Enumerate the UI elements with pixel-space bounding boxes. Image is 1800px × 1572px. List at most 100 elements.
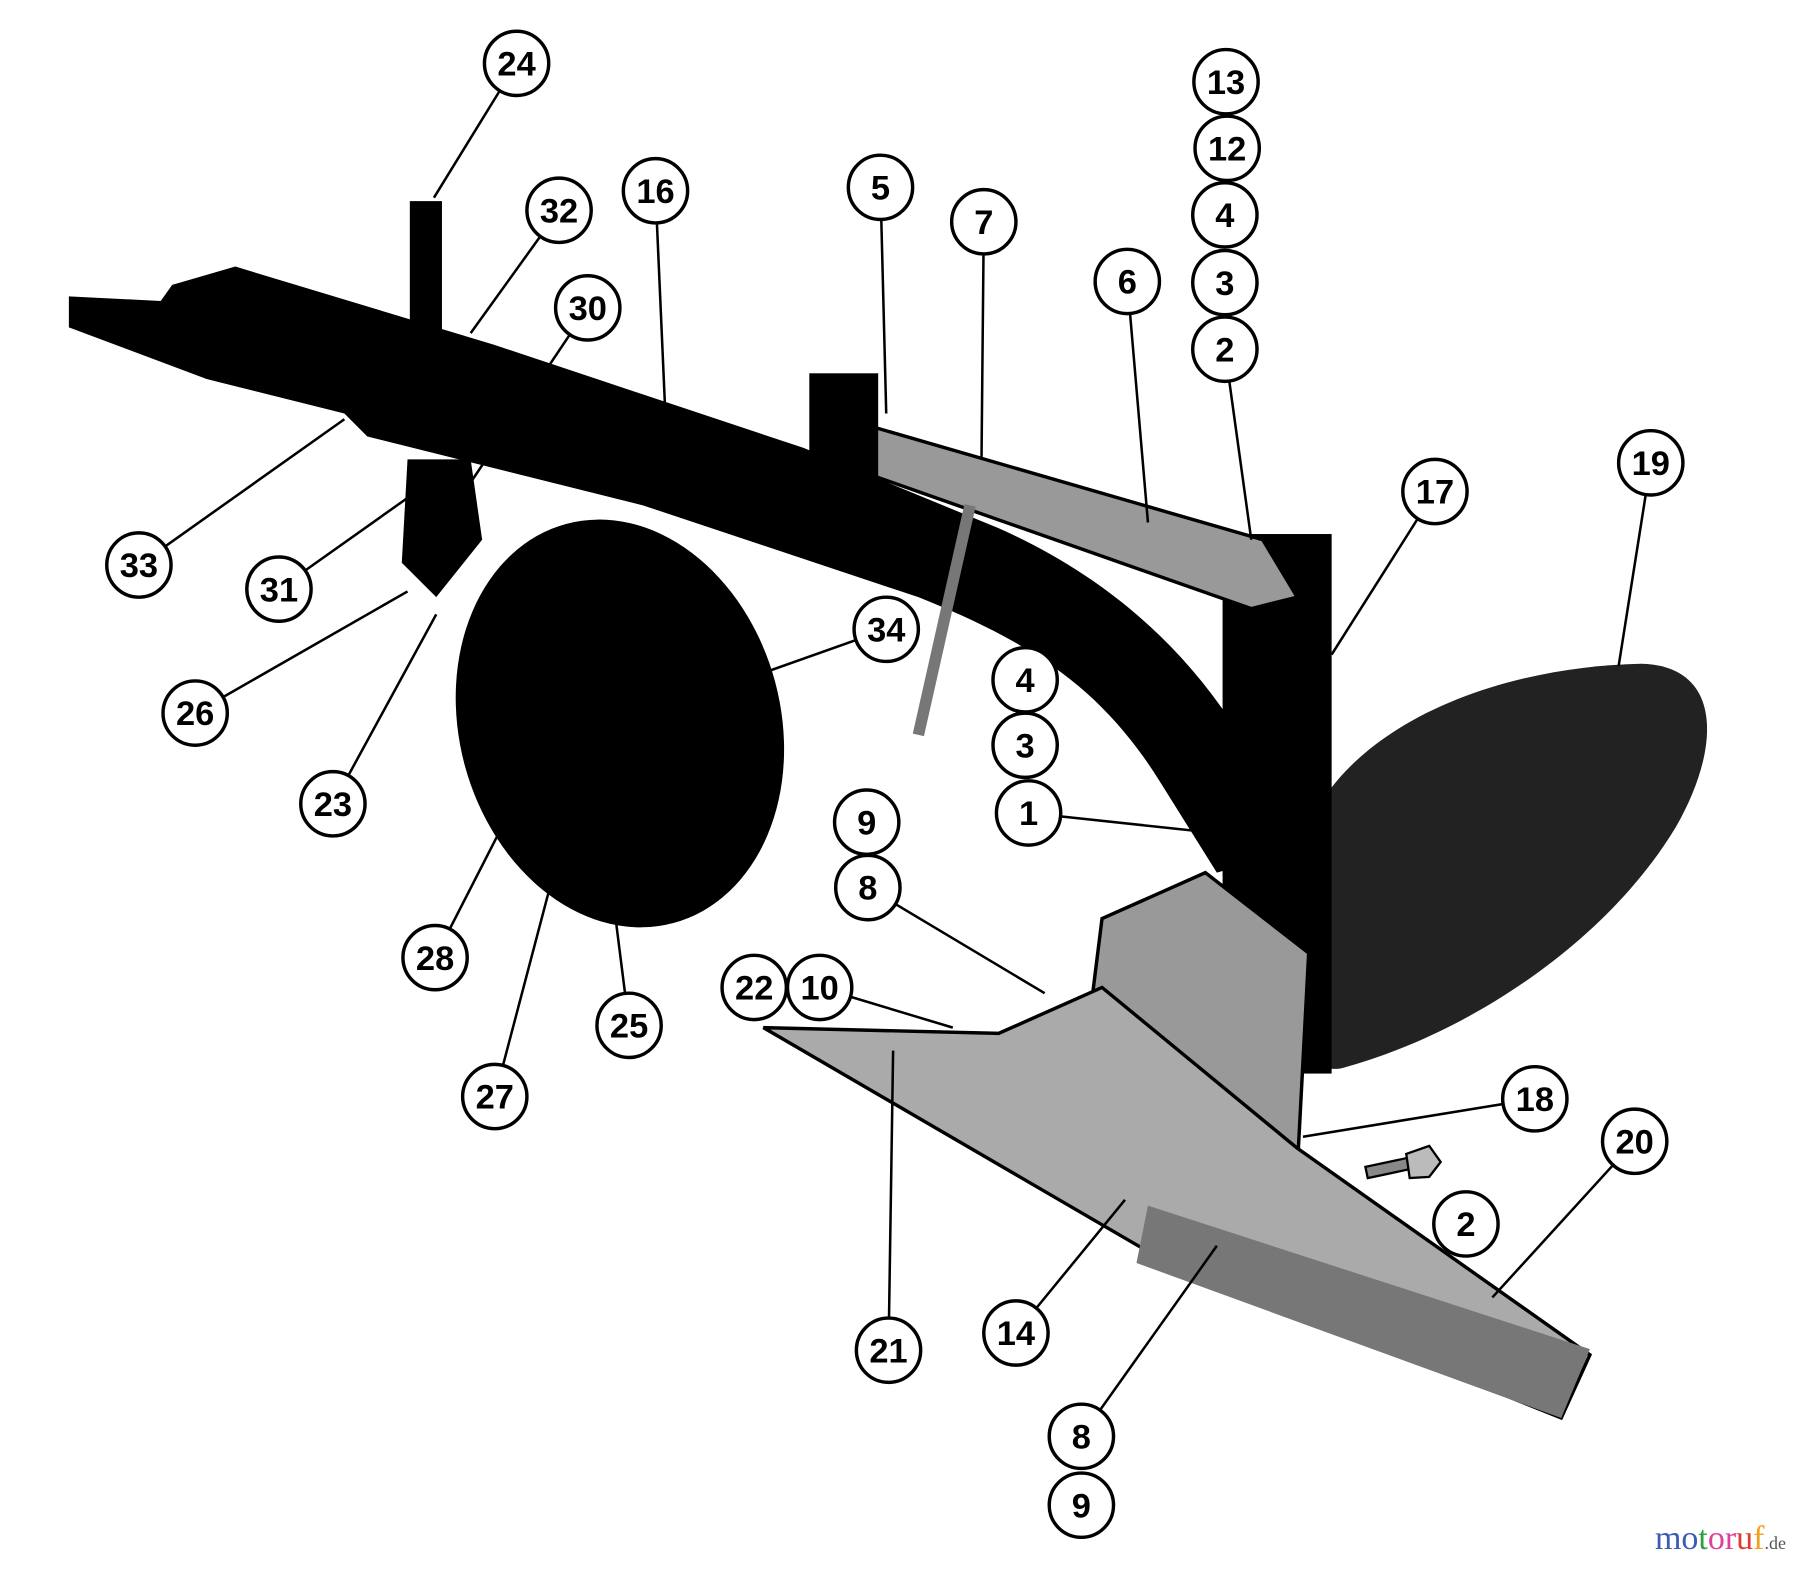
callout-21: 21: [854, 1050, 923, 1385]
callout-number: 27: [476, 1079, 514, 1117]
callout-2: 2: [1432, 1190, 1500, 1258]
coulter-disk: [455, 519, 785, 928]
callout-28: 28: [401, 808, 512, 992]
callout-circle: [105, 531, 173, 599]
callout-10: 10: [785, 953, 954, 1029]
callout-circle: [595, 991, 663, 1060]
callout-25: 25: [595, 906, 663, 1060]
callout-2: 2: [1191, 315, 1259, 540]
lever: [912, 504, 976, 737]
callout-circle: [245, 555, 313, 623]
leader-line: [347, 613, 438, 777]
callout-number: 4: [1016, 662, 1035, 700]
leader-line: [222, 590, 409, 699]
leader-line: [469, 333, 571, 484]
callout-circle: [994, 779, 1063, 847]
callout-number: 12: [1208, 130, 1246, 168]
callout-number: 20: [1616, 1123, 1654, 1161]
callout-circle: [1432, 1190, 1500, 1258]
callout-number: 34: [867, 611, 905, 649]
leader-line: [1098, 1245, 1218, 1411]
callout-23: 23: [299, 613, 438, 838]
leader-line: [655, 222, 668, 426]
callout-number: 26: [176, 695, 214, 733]
callout-circle: [1047, 1471, 1116, 1540]
callout-circle: [1401, 457, 1469, 526]
leader-line: [448, 808, 512, 930]
callout-7: 7: [949, 187, 1018, 460]
callout-circle: [785, 953, 854, 1022]
leader-line: [1128, 313, 1150, 523]
callout-8: 8: [833, 853, 1046, 995]
leader-line: [1330, 518, 1419, 656]
leader-line: [980, 253, 985, 460]
callout-number: 24: [497, 46, 535, 84]
callout-number: 10: [800, 970, 838, 1008]
callout-3: 3: [991, 711, 1059, 780]
coulter-bracket: [401, 459, 483, 598]
bolt-icon: [1364, 1144, 1443, 1180]
callout-13: 13: [1192, 47, 1260, 116]
leader-line: [1060, 815, 1212, 834]
callout-number: 3: [1016, 727, 1035, 765]
callout-3: 3: [1191, 248, 1259, 317]
callout-circle: [1600, 1107, 1669, 1176]
leader-line: [880, 219, 888, 414]
callout-circle: [991, 711, 1059, 780]
leader-line: [887, 1050, 895, 1319]
callout-circle: [460, 1062, 529, 1131]
leader-line: [636, 638, 857, 719]
leader-line: [612, 906, 627, 994]
callout-circle: [299, 769, 367, 838]
callout-33: 33: [105, 418, 346, 599]
watermark-logo: motoruf.de: [1655, 1520, 1786, 1558]
leader-line: [469, 235, 542, 334]
callout-number: 2: [1215, 331, 1234, 369]
callout-number: 3: [1215, 265, 1234, 303]
callout-30: 30: [469, 274, 622, 484]
leader-line: [850, 995, 954, 1029]
callout-circle: [854, 1316, 923, 1385]
callout-20: 20: [1491, 1107, 1669, 1299]
callout-circle: [482, 29, 551, 98]
callout-circle: [982, 1299, 1050, 1367]
callout-number: 14: [997, 1315, 1035, 1353]
callout-number: 16: [636, 173, 674, 211]
callout-17: 17: [1330, 457, 1469, 656]
callout-8: 8: [1047, 1245, 1218, 1471]
callout-circle: [525, 176, 593, 245]
callout-4: 4: [991, 645, 1059, 714]
callout-number: 6: [1118, 264, 1137, 302]
leader-line: [432, 90, 501, 199]
callout-circle: [1191, 181, 1259, 249]
watermark-tld: .de: [1764, 1533, 1787, 1553]
callout-number: 9: [857, 804, 876, 842]
callout-9: 9: [1047, 1471, 1116, 1540]
callout-number: 19: [1632, 445, 1670, 483]
callout-circle: [1191, 315, 1259, 384]
callout-16: 16: [621, 156, 690, 426]
leader-line: [1617, 494, 1647, 667]
callout-number: 18: [1516, 1081, 1554, 1119]
callout-number: 22: [735, 970, 773, 1008]
callout-32: 32: [469, 176, 593, 334]
callout-4: 4: [1191, 181, 1259, 249]
callout-number: 2: [1456, 1206, 1475, 1244]
callout-circle: [1191, 248, 1259, 317]
callout-26: 26: [161, 590, 409, 747]
callout-14: 14: [982, 1199, 1126, 1367]
callout-number: 32: [540, 192, 578, 230]
callout-number: 30: [569, 290, 607, 328]
callout-number: 8: [1072, 1418, 1091, 1456]
landslide: [1136, 1205, 1590, 1418]
callout-number: 5: [871, 169, 890, 207]
rod-post: [809, 373, 879, 500]
callout-number: 13: [1207, 64, 1245, 102]
leader-line: [1491, 1164, 1614, 1299]
callout-circle: [1047, 1402, 1116, 1471]
watermark-brand: motoruf: [1654, 1520, 1765, 1557]
callout-number: 21: [869, 1332, 907, 1370]
leader-line: [501, 860, 558, 1066]
callout-number: 33: [120, 547, 158, 585]
